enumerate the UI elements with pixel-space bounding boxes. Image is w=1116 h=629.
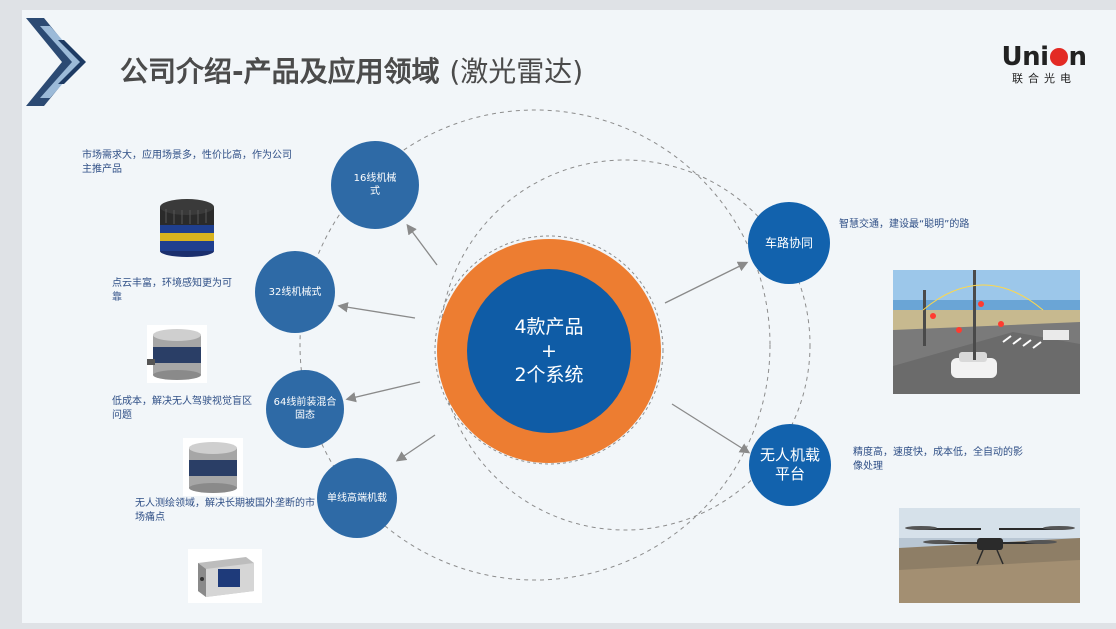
arrow-to-uav [671, 403, 751, 454]
system-desc-uav: 精度高，速度快，成本低，全自动的影像处理 [853, 447, 1023, 472]
right-dashed-circle [439, 159, 811, 531]
product-desc-32: 点云丰富，环境感知更为可靠 [112, 278, 232, 303]
arrow-to-16 [406, 223, 438, 266]
system-label: 无人机载平台 [759, 446, 820, 483]
product-desc-16: 市场需求大，应用场景多，性价比高，作为公司主推产品 [82, 150, 292, 175]
logo-word-pre: Uni [1001, 42, 1049, 72]
page-title: 公司介绍-产品及应用领域 (激光雷达) [120, 50, 583, 90]
center-plus: + [541, 340, 557, 362]
product-node-single: 单线高端机载 [317, 458, 397, 538]
logo-word-post: n [1068, 42, 1088, 72]
arrow-to-single [395, 434, 436, 462]
product-label: 16线机械式 [353, 173, 397, 197]
system-node-uav: 无人机载平台 [749, 424, 831, 506]
product-desc-64: 低成本，解决无人驾驶视觉盲区问题 [112, 396, 252, 421]
lidar-32-image [147, 325, 207, 383]
lidar-64-image [183, 438, 243, 496]
title-paren: (激光雷达) [449, 55, 584, 88]
product-label: 64线前装混合固态 [273, 397, 337, 421]
left-dashed-circle [299, 109, 771, 581]
arrow-to-64 [345, 381, 421, 403]
arrow-to-32 [337, 302, 416, 319]
center-hub: 4款产品 + 2个系统 [467, 269, 631, 433]
center-dashed-circle [434, 235, 664, 465]
double-chevron-icon [26, 18, 86, 106]
product-node-32: 32线机械式 [255, 251, 335, 333]
drone-photo [899, 508, 1080, 603]
product-label: 32线机械式 [268, 286, 322, 298]
lidar-single-image [188, 549, 262, 603]
arrow-to-v2x [664, 261, 749, 304]
title-main: 公司介绍-产品及应用领域 [120, 55, 440, 88]
center-line2: 2个系统 [514, 364, 584, 386]
system-desc-v2x: 智慧交通，建设最“聪明”的路 [839, 219, 970, 230]
center-line1: 4款产品 [514, 316, 584, 338]
product-node-64: 64线前装混合固态 [266, 370, 344, 448]
system-node-v2x: 车路协同 [748, 202, 830, 284]
system-label: 车路协同 [764, 236, 813, 250]
smart-road-photo [893, 270, 1080, 394]
red-dot-icon [1049, 48, 1068, 66]
product-desc-single: 无人测绘领域，解决长期被国外垄断的市场痛点 [135, 498, 315, 523]
product-node-16: 16线机械式 [331, 141, 419, 229]
logo-subtitle: 联合光电 [1012, 72, 1076, 85]
product-label: 单线高端机载 [327, 492, 387, 504]
lidar-16-image [160, 199, 214, 257]
